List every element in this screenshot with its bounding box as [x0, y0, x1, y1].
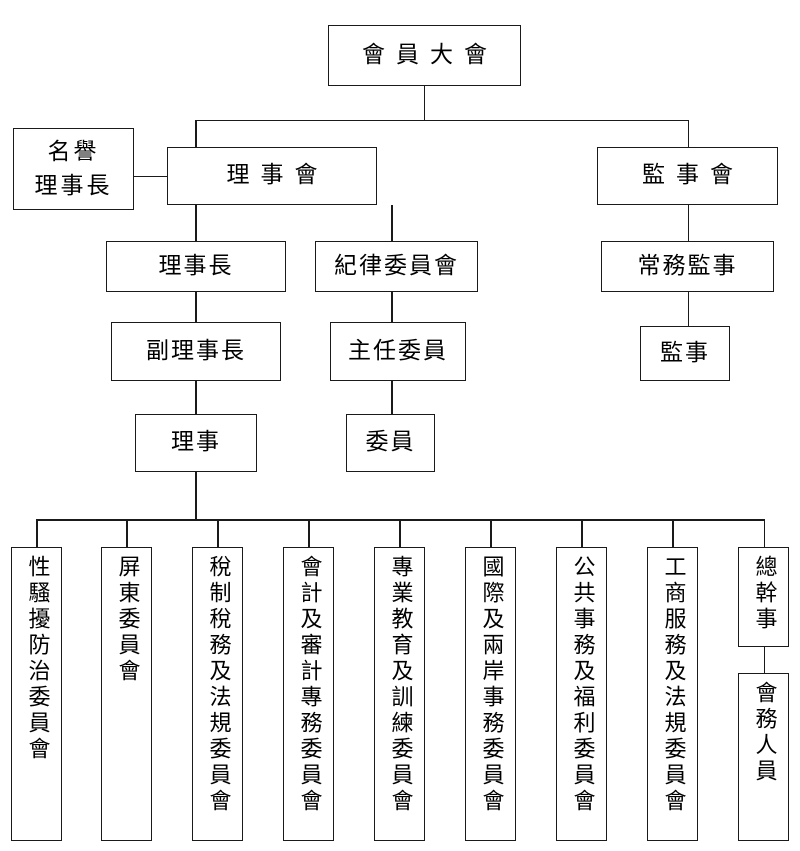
committee-box-6[interactable]: 國際及兩岸事務委員會: [465, 547, 516, 841]
node-committee-member-label: 委員: [365, 429, 416, 456]
node-chairman[interactable]: 理事長: [106, 241, 286, 292]
connector-drop-4: [308, 519, 310, 547]
connector-discipline-to-chief: [391, 292, 393, 322]
committee-label-6: 國際及兩岸事務委員會: [478, 555, 504, 815]
committee-label-2: 屏東委員會: [114, 555, 140, 685]
connector-standing-to-supervisor: [687, 292, 689, 326]
node-assembly[interactable]: 會員大會: [328, 25, 521, 86]
node-chairman-label: 理事長: [158, 252, 234, 279]
connector-board-to-discipline: [391, 205, 393, 241]
node-discipline-committee-label: 紀律委員會: [334, 252, 459, 279]
node-standing-supervisor-label: 常務監事: [637, 252, 738, 279]
connector-drop-5: [399, 519, 401, 547]
connector-supervisors-to-standing: [687, 205, 689, 241]
connector-drop-9: [763, 519, 765, 547]
connector-director-to-bus: [195, 472, 197, 520]
connector-drop-8: [672, 519, 674, 547]
node-supervisors-board[interactable]: 監事會: [597, 147, 778, 205]
connector-honorary-to-board: [134, 175, 168, 177]
connector-board-to-chairman: [195, 205, 197, 241]
committee-box-8[interactable]: 工商服務及法規委員會: [647, 547, 698, 841]
committee-box-3[interactable]: 稅制稅務及法規委員會: [192, 547, 243, 841]
committee-box-9[interactable]: 總幹事: [738, 547, 789, 647]
connector-drop-6: [490, 519, 492, 547]
node-director[interactable]: 理事: [135, 414, 257, 472]
connector-drop-7: [581, 519, 583, 547]
node-standing-supervisor[interactable]: 常務監事: [601, 241, 774, 292]
node-vice-chairman[interactable]: 副理事長: [111, 322, 281, 381]
node-board[interactable]: 理事會: [167, 147, 377, 205]
staff-label: 會務人員: [751, 681, 777, 785]
node-committee-member[interactable]: 委員: [346, 414, 435, 472]
connector-bus-to-board: [195, 119, 197, 148]
node-assembly-label: 會員大會: [362, 41, 498, 68]
connector-drop-1: [36, 519, 38, 547]
committee-label-4: 會計及審計專務委員會: [296, 555, 322, 815]
connector-secretary-to-staff: [763, 647, 765, 673]
connector-chief-to-member: [391, 381, 393, 414]
node-honorary-chair-label: 名譽 理事長: [34, 138, 113, 200]
committee-box-5[interactable]: 專業教育及訓練委員會: [374, 547, 425, 841]
connector-vice-to-director: [195, 381, 197, 414]
committee-box-1[interactable]: 性騷擾防治委員會: [11, 547, 62, 841]
node-vice-chairman-label: 副理事長: [146, 337, 246, 364]
node-supervisors-board-label: 監事會: [642, 162, 744, 189]
node-director-label: 理事: [171, 429, 221, 456]
committee-box-2[interactable]: 屏東委員會: [101, 547, 152, 841]
committee-label-1: 性騷擾防治委員會: [24, 555, 50, 763]
committee-label-9: 總幹事: [751, 555, 777, 633]
connector-bus-to-supervisors-board: [687, 119, 689, 148]
connector-assembly-down: [423, 86, 425, 120]
node-chief-commissioner-label: 主任委員: [348, 337, 448, 364]
connector-drop-2: [126, 519, 128, 547]
committee-box-7[interactable]: 公共事務及福利委員會: [556, 547, 607, 841]
node-honorary-chair[interactable]: 名譽 理事長: [13, 128, 134, 210]
committee-box-4[interactable]: 會計及審計專務委員會: [283, 547, 334, 841]
connector-committee-bus: [36, 519, 765, 521]
committee-label-8: 工商服務及法規委員會: [660, 555, 686, 815]
node-supervisor[interactable]: 監事: [640, 326, 730, 381]
node-chief-commissioner[interactable]: 主任委員: [330, 322, 466, 381]
committee-label-3: 稅制稅務及法規委員會: [205, 555, 231, 815]
committee-label-5: 專業教育及訓練委員會: [387, 555, 413, 815]
committee-label-7: 公共事務及福利委員會: [569, 555, 595, 815]
connector-chairman-to-vice: [195, 292, 197, 322]
staff-box[interactable]: 會務人員: [738, 673, 789, 841]
connector-level2-bus: [195, 119, 689, 121]
node-board-label: 理事會: [226, 162, 329, 189]
connector-drop-3: [217, 519, 219, 547]
node-supervisor-label: 監事: [660, 339, 710, 366]
node-discipline-committee[interactable]: 紀律委員會: [315, 241, 478, 292]
